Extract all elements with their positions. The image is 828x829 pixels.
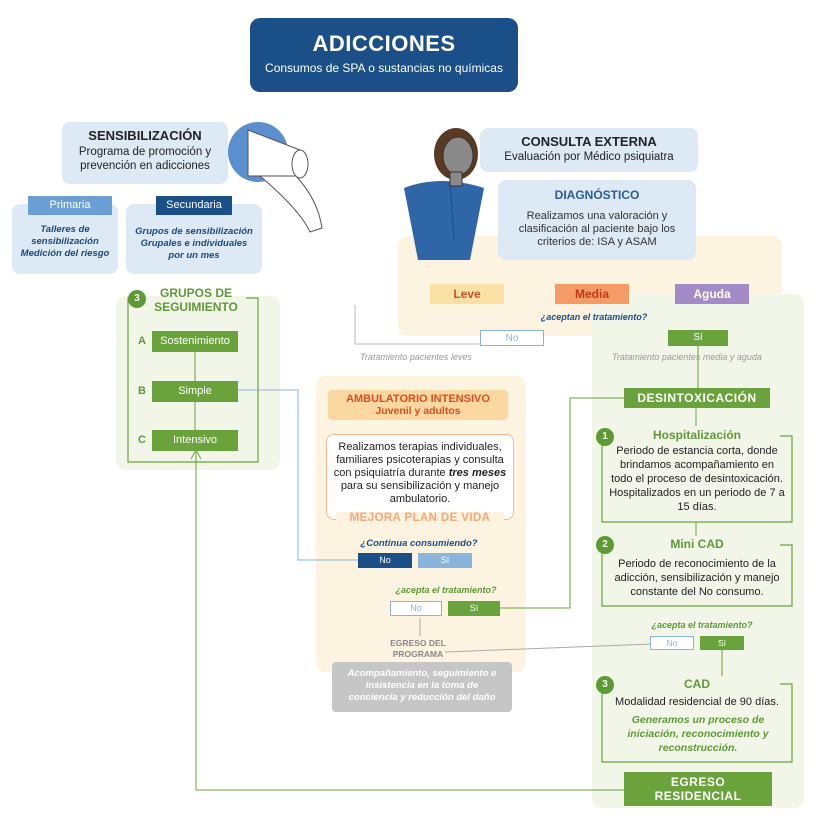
tratamiento-media-label: Tratamiento pacientes media y aguda bbox=[612, 352, 762, 362]
hosp-number: 1 bbox=[596, 428, 614, 446]
primaria-box: Talleres de sensibilización Medición del… bbox=[12, 204, 118, 274]
cad-desc: Modalidad residencial de 90 días. bbox=[615, 696, 779, 708]
mejora-plan: MEJORA PLAN DE VIDA bbox=[336, 512, 504, 524]
ambulatorio-header: AMBULATORIO INTENSIVO Juvenil y adultos bbox=[328, 390, 508, 420]
header-title: ADICCIONES bbox=[312, 31, 456, 56]
minicad-desc: Periodo de reconocimiento de la adicción… bbox=[614, 558, 780, 598]
grupos-letter-b: B bbox=[138, 385, 146, 397]
consulta-title: CONSULTA EXTERNA bbox=[521, 134, 657, 149]
megaphone-icon bbox=[228, 122, 323, 233]
ambulatorio-desc-pre: Realizamos terapias individuales, famili… bbox=[333, 441, 504, 479]
diagnostico-box: DIAGNÓSTICO Realizamos una valoración y … bbox=[498, 180, 696, 260]
egreso-residencial: EGRESO RESIDENCIAL bbox=[624, 772, 772, 806]
leve-badge: Leve bbox=[430, 284, 504, 304]
ambulatorio-acepta-no[interactable]: No bbox=[390, 601, 442, 616]
aguda-badge: Aguda bbox=[675, 284, 749, 304]
minicad-number: 2 bbox=[596, 536, 614, 554]
cad-highlight: Generamos un proceso de iniciación, reco… bbox=[627, 714, 769, 754]
consulta-box: CONSULTA EXTERNA Evaluación por Médico p… bbox=[480, 128, 698, 172]
doctor-icon bbox=[404, 128, 484, 260]
secundaria-box: Grupos de sensibilización Grupales e ind… bbox=[126, 204, 262, 274]
detox-acepta-no[interactable]: No bbox=[650, 636, 694, 650]
grupos-item-sostenimiento[interactable]: Sostenimiento bbox=[152, 331, 238, 352]
grupos-letter-c: C bbox=[138, 434, 146, 446]
media-badge: Media bbox=[555, 284, 629, 304]
cad-number: 3 bbox=[596, 676, 614, 694]
secundaria-tag: Secundaria bbox=[156, 196, 232, 215]
header-subtitle: Consumos de SPA o sustancias no químicas bbox=[265, 61, 503, 75]
minicad-title: Mini CAD bbox=[614, 537, 780, 551]
ambulatorio-panel bbox=[316, 376, 526, 672]
cad-title: CAD bbox=[614, 677, 780, 691]
hosp-desc: Periodo de estancia corta, donde brindam… bbox=[609, 445, 785, 513]
grupos-letter-a: A bbox=[138, 335, 146, 347]
primaria-text: Talleres de sensibilización Medición del… bbox=[20, 224, 110, 259]
ambulatorio-title: AMBULATORIO INTENSIVO bbox=[346, 393, 490, 405]
grupos-item-intensivo[interactable]: Intensivo bbox=[152, 430, 238, 451]
sensibilizacion-title: SENSIBILIZACIÓN bbox=[88, 128, 202, 143]
hosp-title: Hospitalización bbox=[614, 428, 780, 442]
ambulatorio-desc-box: Realizamos terapias individuales, famili… bbox=[326, 434, 514, 520]
diagnostico-desc: Realizamos una valoración y clasificació… bbox=[518, 210, 676, 248]
acepta-no[interactable]: No bbox=[480, 330, 544, 346]
continua-question: ¿Continua consumiendo? bbox=[360, 538, 478, 549]
ambulatorio-acepta-question: ¿acepta el tratamiento? bbox=[395, 585, 497, 595]
sensibilizacion-box: SENSIBILIZACIÓN Programa de promoción y … bbox=[62, 122, 228, 184]
acepta-question: ¿aceptan el tratamiento? bbox=[540, 312, 648, 322]
tratamiento-leves-label: Tratamiento pacientes leves bbox=[360, 352, 472, 362]
ambulatorio-subtitle: Juvenil y adultos bbox=[375, 405, 461, 417]
grupos-number: 3 bbox=[128, 290, 146, 308]
diagnostico-title: DIAGNÓSTICO bbox=[554, 188, 640, 202]
primaria-tag: Primaria bbox=[28, 196, 112, 215]
header-box: ADICCIONES Consumos de SPA o sustancias … bbox=[250, 18, 518, 92]
continua-si[interactable]: Sí bbox=[418, 553, 472, 568]
consulta-desc: Evaluación por Médico psiquiatra bbox=[504, 151, 674, 163]
secundaria-text: Grupos de sensibilización Grupales e ind… bbox=[135, 226, 253, 261]
acompanamiento-box: Acompañamiento, seguimiento e insistenci… bbox=[332, 662, 512, 712]
continua-no[interactable]: No bbox=[358, 553, 412, 568]
grupos-title: GRUPOS DE SEGUIMIENTO bbox=[154, 286, 238, 314]
detox-acepta-si[interactable]: Sí bbox=[700, 636, 744, 650]
grupos-item-simple[interactable]: Simple bbox=[152, 381, 238, 402]
detox-acepta-question: ¿acepta el tratamiento? bbox=[651, 620, 753, 630]
acepta-si[interactable]: Sí bbox=[668, 330, 728, 346]
ambulatorio-desc-bold: tres meses bbox=[448, 467, 507, 479]
sensibilizacion-desc: Programa de promoción y prevención en ad… bbox=[78, 146, 212, 172]
ambulatorio-acepta-si[interactable]: Sí bbox=[448, 601, 500, 616]
egreso-programa: EGRESO DEL PROGRAMA bbox=[390, 638, 446, 659]
desintoxicacion-title: DESINTOXICACIÓN bbox=[624, 388, 770, 408]
ambulatorio-desc-post: para su sensibilización y manejo ambulat… bbox=[340, 480, 500, 505]
